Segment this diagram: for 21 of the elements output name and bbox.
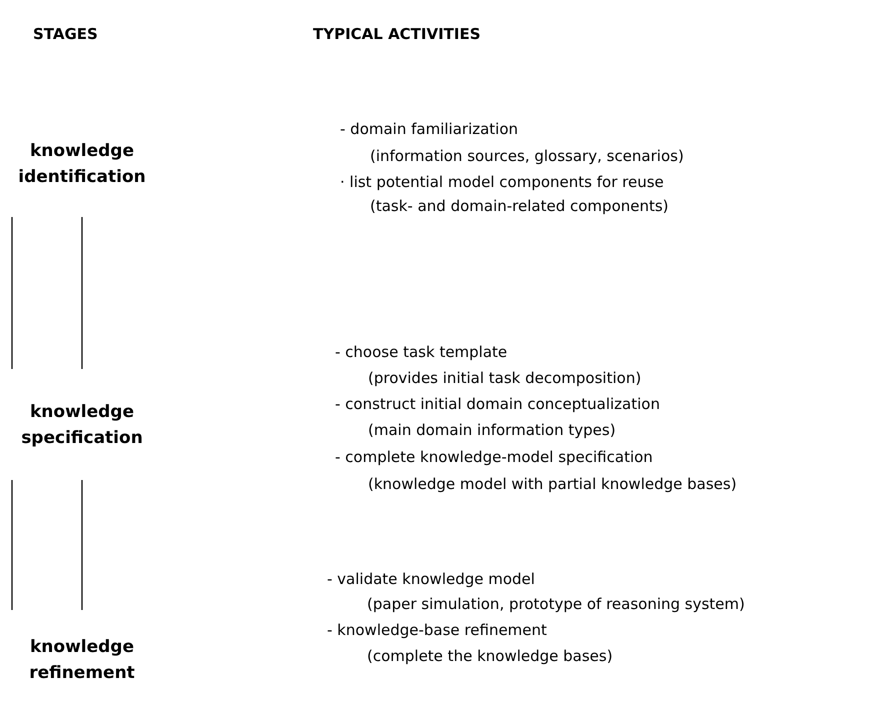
activity-text: (knowledge model with partial knowledge bases) xyxy=(368,474,737,494)
activity-text: - complete knowledge-model specification xyxy=(335,447,653,467)
activity-text: (task- and domain-related components) xyxy=(370,196,669,216)
activity-text: - validate knowledge model xyxy=(327,569,535,589)
activity-text: - domain familiarization xyxy=(340,119,518,139)
activity-text: (provides initial task decomposition) xyxy=(368,368,642,388)
stage-transition-band xyxy=(11,216,83,370)
activity-text: (paper simulation, prototype of reasoning system) xyxy=(367,594,745,614)
activity-text: - construct initial domain conceptualization xyxy=(335,394,660,414)
activity-text: - choose task template xyxy=(335,342,508,362)
activity-text: (complete the knowledge bases) xyxy=(367,646,613,666)
column-heading: TYPICAL ACTIVITIES xyxy=(313,24,481,44)
stage-name: knowledge specification xyxy=(20,400,144,450)
column-heading: STAGES xyxy=(33,24,98,44)
activity-text: - knowledge-base refinement xyxy=(327,620,547,640)
activity-text: (main domain information types) xyxy=(368,420,616,440)
stage-transition-band xyxy=(11,479,83,611)
activity-text: · list potential model components for reuse xyxy=(340,172,664,192)
stage-name: knowledge refinement xyxy=(28,636,136,685)
stage-name: knowledge identification xyxy=(17,140,147,188)
activity-text: (information sources, glossary, scenarios) xyxy=(370,146,684,166)
